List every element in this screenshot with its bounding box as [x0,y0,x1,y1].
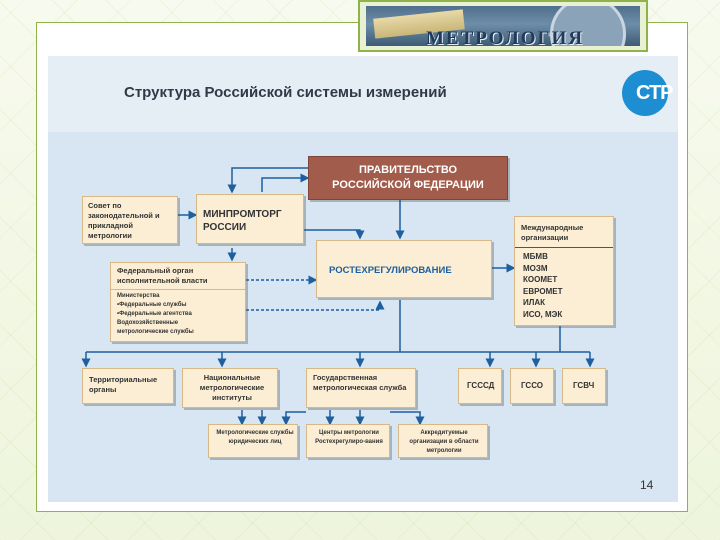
logo-text: СТР [636,82,674,104]
federal-item: •Федеральные службы [117,302,187,308]
accredited-box: Аккредитуемые организации в области метр… [398,424,488,458]
gsvch-box: ГСВЧ [562,368,606,404]
legal-services-box: Метрологические службы юридических лиц [208,424,298,458]
intl-item: МБМВ [523,252,548,261]
federal-organ-box: Федеральный орган исполнительной власти [110,262,246,290]
gsso-box: ГССО [510,368,554,404]
minpromtorg-label: МИНПРОМТОРГ РОССИИ [203,209,282,233]
logo: СТР [622,70,674,118]
intl-header: Международные организации [521,223,584,242]
government-box: ПРАВИТЕЛЬСТВО РОССИЙСКОЙ ФЕДЕРАЦИИ [308,156,508,200]
territorial-label: Территориальные органы [89,375,158,394]
title-bar [48,56,678,132]
federal-organ-label: Федеральный орган исполнительной власти [117,266,208,285]
rostekh-box: РОСТЕХРЕГУЛИРОВАНИЕ [316,240,492,298]
diagram-title: Структура Российской системы измерений [124,84,447,101]
national-box: Национальные метрологические институты [182,368,278,408]
federal-list-box: Министерства •Федеральные службы •Федера… [110,290,246,342]
legal-services-label: Метрологические службы юридических лиц [216,430,294,445]
federal-item: метрологические службы [117,329,194,335]
federal-item: Водохозяйственные [117,320,179,326]
rostekh-label: РОСТЕХРЕГУЛИРОВАНИЕ [329,265,452,276]
accredited-label: Аккредитуемые организации в области метр… [409,430,479,454]
federal-item: Министерства [117,293,160,299]
intl-item: ИЛАК [523,298,546,307]
intl-box: Международные организации МБМВ МОЗМ КООМ… [514,216,614,326]
gsssd-box: ГСССД [458,368,502,404]
minpromtorg-box: МИНПРОМТОРГ РОССИИ [196,194,304,244]
federal-item: •Федеральные агентства [117,311,192,317]
gsssd-label: ГСССД [467,381,495,390]
gsvch-label: ГСВЧ [573,381,595,390]
dial-icon [550,6,626,46]
banner: МЕТРОЛОГИЯ [358,0,648,52]
national-label: Национальные метрологические институты [199,373,265,402]
logo-circle-icon [622,70,668,116]
centers-label: Центры метрологии Ростехрегулиро-вания [315,430,383,445]
banner-image: МЕТРОЛОГИЯ [366,6,640,46]
intl-item: ЕВРОМЕТ [523,286,563,296]
council-label: Совет по законодательной и прикладной ме… [88,201,160,240]
banner-title: МЕТРОЛОГИЯ [426,28,585,46]
government-label: ПРАВИТЕЛЬСТВО РОССИЙСКОЙ ФЕДЕРАЦИИ [332,164,484,191]
state-service-label: Государственная метрологическая служба [313,373,407,392]
council-box: Совет по законодательной и прикладной ме… [82,196,178,244]
intl-item: ИСО, МЭК [523,309,563,319]
intl-item: МОЗМ [523,263,548,273]
federal-list: Министерства •Федеральные службы •Федера… [117,292,194,337]
state-service-box: Государственная метрологическая служба [306,368,416,408]
page-number: 14 [640,478,654,492]
intl-list: МБМВ МОЗМ КООМЕТ ЕВРОМЕТ ИЛАК ИСО, МЭК [523,251,562,320]
intl-item: КООМЕТ [523,275,558,284]
centers-box: Центры метрологии Ростехрегулиро-вания [306,424,390,458]
intl-divider [515,247,613,248]
gsso-label: ГССО [521,381,544,390]
territorial-box: Территориальные органы [82,368,174,404]
